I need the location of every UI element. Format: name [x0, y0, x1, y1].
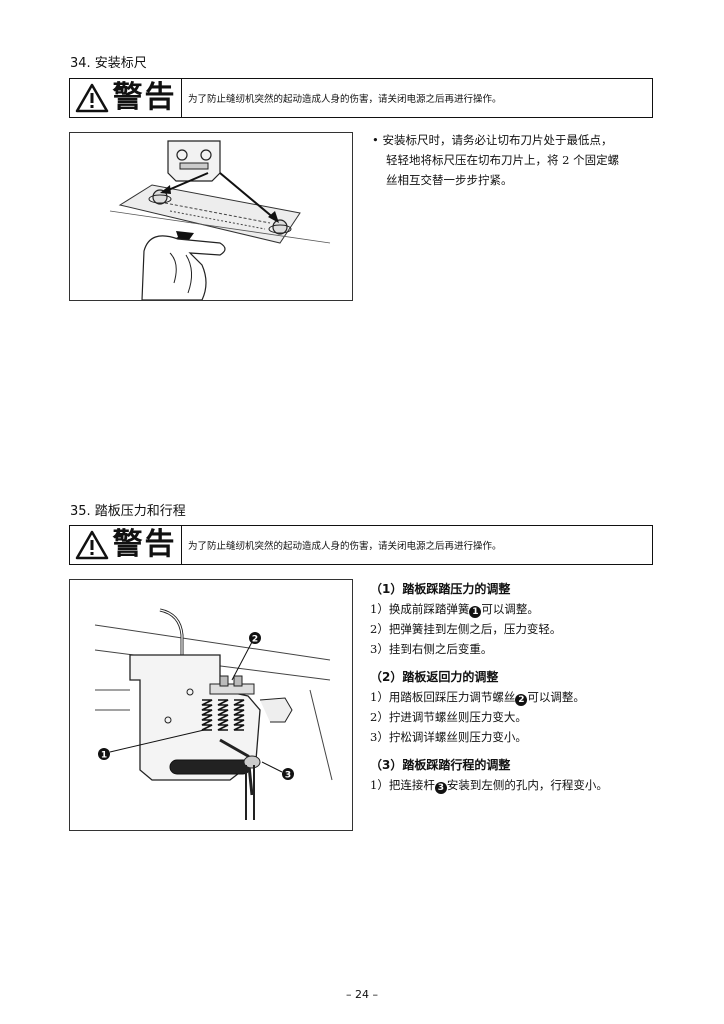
warning-label: 警告	[70, 79, 182, 117]
warning-triangle-icon	[75, 530, 108, 560]
warning-text: 为了防止缝纫机突然的起动造成人身的伤害，请关闭电源之后再进行操作。	[188, 94, 502, 105]
warning-box-35: 警告 为了防止缝纫机突然的起动造成人身的伤害，请关闭电源之后再进行操作。	[69, 525, 653, 565]
sub1-line1-text: 1）换成前踩踏弹簧	[370, 602, 470, 616]
marker-1-inline: 1	[469, 606, 482, 618]
sub2-line1-text: 1）用踏板回踩压力调节螺丝	[370, 690, 516, 704]
section-34-title: 34. 安装标尺	[70, 56, 147, 71]
ruler-install-figure	[69, 132, 353, 301]
instruction-text: 安装标尺时，请务必让切布刀片处于最低点，	[382, 133, 613, 147]
warning-word: 警告	[112, 80, 177, 115]
sub1-title: （1）踏板踩踏压力的调整	[370, 582, 511, 596]
instruction-line: 轻轻地将标尺压在切布刀片上，将 2 个固定螺	[386, 153, 620, 167]
sub1-line2: 2）把弹簧挂到左侧之后，压力变轻。	[370, 622, 562, 636]
warning-word: 警告	[112, 527, 177, 562]
marker-3-inline: 3	[434, 782, 447, 794]
sub2-line3: 3）拧松调详螺丝则压力变小。	[370, 730, 527, 744]
marker-1-label: 1	[101, 751, 107, 761]
sub3-line1-text-end: 安装到左侧的孔内，行程变小。	[446, 778, 608, 792]
sub2-line2: 2）拧进调节螺丝则压力变大。	[370, 710, 527, 724]
bullet: •	[372, 133, 379, 147]
pedal-mechanism-figure: 1 2 3	[69, 579, 353, 831]
instruction-line: 丝相互交替一步步拧紧。	[386, 173, 513, 187]
sub3-line1-text: 1）把连接杆	[370, 778, 435, 792]
sub2-title: （2）踏板返回力的调整	[370, 670, 499, 684]
instruction-line: • 安装标尺时，请务必让切布刀片处于最低点，	[372, 130, 662, 150]
sub1-line3: 3）挂到右侧之后变重。	[370, 642, 493, 656]
section-34-instructions: • 安装标尺时，请务必让切布刀片处于最低点， 轻轻地将标尺压在切布刀片上，将 2…	[372, 130, 662, 190]
sub2-line1-text-end: 可以调整。	[527, 690, 585, 704]
section-35-title: 35. 踏板压力和行程	[70, 504, 186, 519]
warning-box-34: 警告 为了防止缝纫机突然的起动造成人身的伤害，请关闭电源之后再进行操作。	[69, 78, 653, 118]
warning-text: 为了防止缝纫机突然的起动造成人身的伤害，请关闭电源之后再进行操作。	[188, 541, 502, 552]
warning-label: 警告	[70, 526, 182, 564]
marker-3	[282, 768, 294, 780]
pedal-mechanism-illustration: 1 2 3	[94, 608, 333, 820]
marker-3-label: 3	[285, 771, 291, 781]
sub1-line1-text-end: 可以调整。	[481, 602, 539, 616]
warning-triangle-icon	[75, 83, 108, 113]
marker-1	[98, 748, 110, 760]
sub3-title: （3）踏板踩踏行程的调整	[370, 758, 511, 772]
page-number: – 24 –	[346, 988, 378, 1001]
marker-2	[249, 632, 261, 644]
marker-2-label: 2	[252, 635, 258, 645]
marker-2-inline: 2	[515, 694, 528, 706]
ruler-install-illustration	[109, 140, 331, 300]
